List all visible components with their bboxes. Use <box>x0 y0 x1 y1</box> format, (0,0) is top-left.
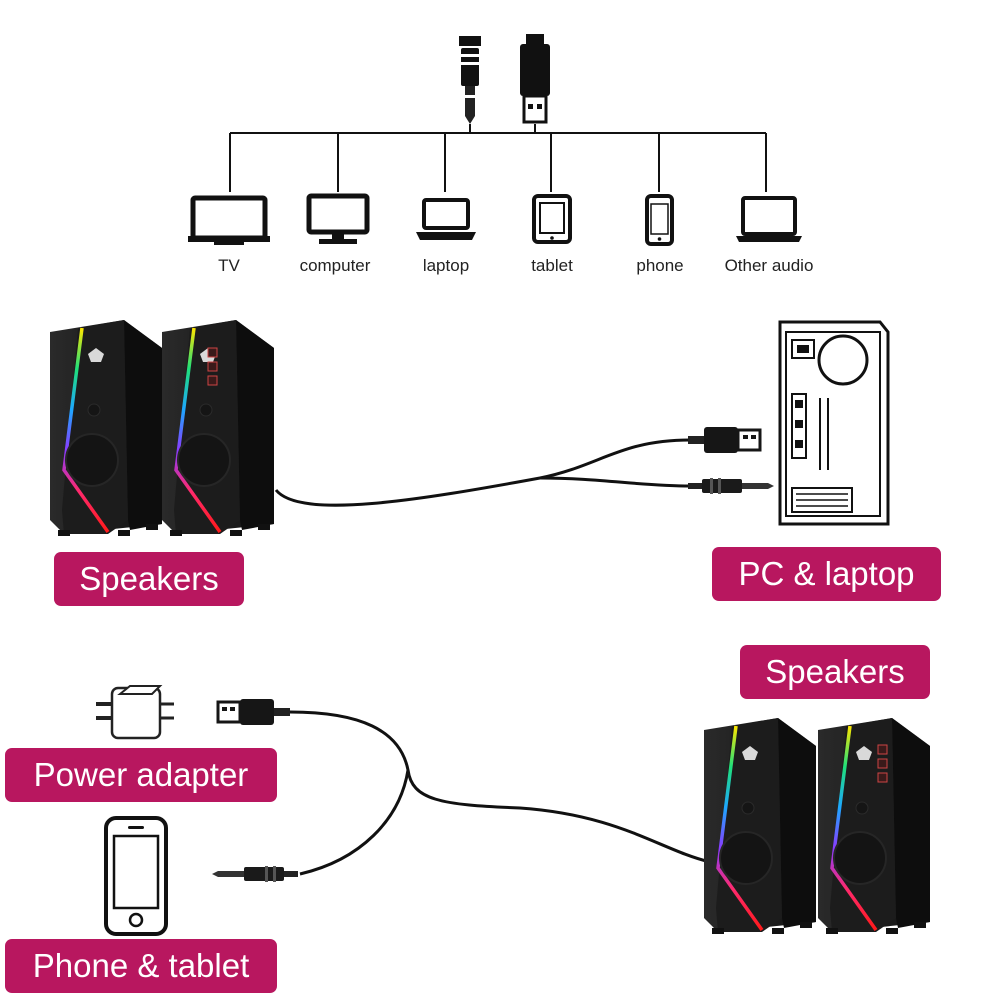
phone-tablet-icon <box>104 816 168 936</box>
device-label-tablet: tablet <box>531 256 573 275</box>
speaker-control-buttons <box>877 744 888 783</box>
connector-tree <box>229 34 767 192</box>
power-adapter-icon <box>96 685 174 740</box>
audio-jack-icon <box>688 478 774 494</box>
device-label-laptop: laptop <box>423 256 469 275</box>
device-label-computer: computer <box>300 256 371 275</box>
speakers-label-top: Speakers <box>54 552 244 606</box>
speaker-right <box>816 716 932 936</box>
other-audio-icon <box>736 196 802 242</box>
speaker-left <box>48 318 164 538</box>
phone-tablet-label: Phone & tablet <box>5 939 277 993</box>
speaker-pair-bottom <box>702 716 932 936</box>
pc-tower-icon <box>778 320 890 526</box>
usb-plug-icon <box>520 34 550 124</box>
cable-top <box>274 438 691 507</box>
audio-jack-icon <box>212 866 298 882</box>
pc-laptop-label: PC & laptop <box>712 547 941 601</box>
laptop-icon <box>416 198 476 240</box>
monitor-icon <box>306 193 370 244</box>
usb-plug-icon <box>686 425 762 455</box>
speaker-left <box>702 716 818 936</box>
tablet-icon <box>532 194 572 244</box>
phone-icon <box>645 194 674 246</box>
speaker-right <box>160 318 276 538</box>
tv-icon <box>188 195 270 245</box>
speaker-pair-top <box>48 318 276 538</box>
device-label-tv: TV <box>218 256 240 275</box>
usb-plug-icon <box>216 697 292 727</box>
device-label-phone: phone <box>636 256 683 275</box>
power-adapter-label: Power adapter <box>5 748 277 802</box>
speakers-label-bottom: Speakers <box>740 645 930 699</box>
speaker-control-buttons <box>207 347 218 386</box>
device-label-other-audio: Other audio <box>725 256 814 275</box>
audio-jack-icon <box>459 36 481 124</box>
cable-bottom <box>289 710 711 876</box>
